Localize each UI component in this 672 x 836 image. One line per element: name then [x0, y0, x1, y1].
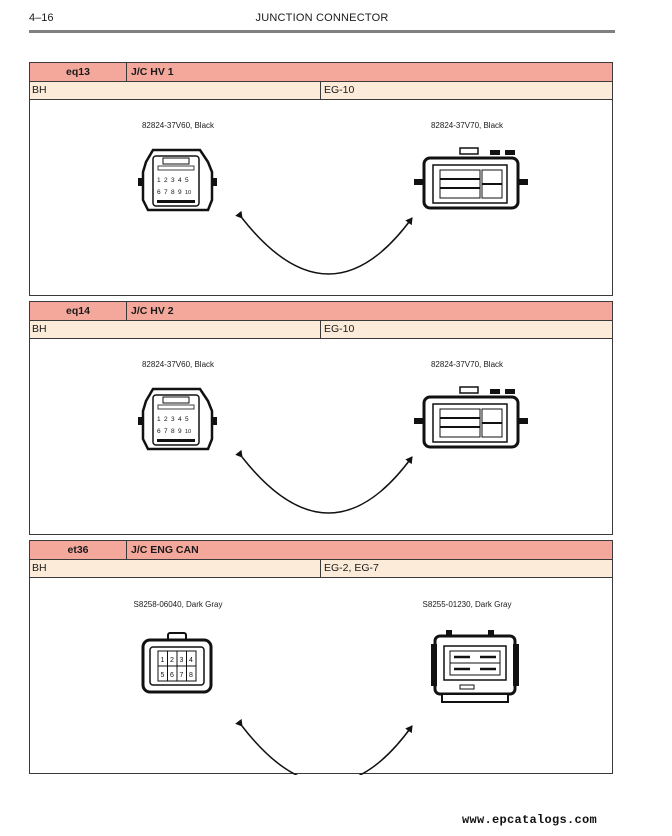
connector-hv-male-icon — [414, 386, 528, 449]
double-arrow-icon — [235, 449, 413, 514]
connector-hv-male-icon — [414, 147, 528, 210]
location-divider — [320, 321, 321, 338]
location-left: BH — [32, 323, 47, 335]
diagram-area: 82824-37V60, Black 82824-37V70, Black 1 … — [30, 339, 612, 536]
pin-label: 8 — [171, 189, 175, 196]
pin-label: 9 — [178, 189, 182, 196]
connector-diagram: 1 2 3 4 5 6 7 8 9 10 — [138, 147, 528, 275]
location-row: BH EG-10 — [30, 82, 612, 100]
connector-hv-female-icon: 1 2 3 4 5 6 7 8 9 10 — [138, 148, 217, 212]
pin-label: 2 — [164, 177, 168, 184]
connector-section-eq14: eq14 J/C HV 2 BH EG-10 82824-37V60, Blac… — [29, 301, 613, 535]
pin-label: 2 — [170, 657, 174, 664]
right-part-number: 82824-37V70, Black — [430, 360, 504, 369]
page-header: 4–16 JUNCTION CONNECTOR — [29, 12, 615, 30]
connector-can-female-icon: 1 2 3 4 5 6 7 8 — [141, 632, 213, 694]
connector-name: J/C HV 1 — [131, 66, 174, 78]
pin-label: 9 — [178, 428, 182, 435]
pin-label: 2 — [164, 416, 168, 423]
pin-label: 10 — [185, 429, 191, 435]
pin-label: 3 — [171, 416, 175, 423]
left-part-number: S8258-06040, Dark Gray — [133, 600, 223, 609]
pin-label: 3 — [171, 177, 175, 184]
diagram-area: 82824-37V60, Black 82824-37V70, Black 1 … — [30, 100, 612, 297]
pin-label: 5 — [185, 177, 189, 184]
pin-label: 4 — [178, 177, 182, 184]
pin-label: 8 — [171, 428, 175, 435]
right-part-number: 82824-37V70, Black — [430, 121, 504, 130]
pin-label: 7 — [164, 428, 168, 435]
connector-diagram: 1 2 3 4 5 6 7 8 — [141, 630, 519, 775]
pin-label: 7 — [164, 189, 168, 196]
location-row: BH EG-2, EG-7 — [30, 560, 612, 578]
location-right: EG-10 — [324, 84, 355, 96]
location-left: BH — [32, 84, 47, 96]
connector-name: J/C HV 2 — [131, 305, 174, 317]
connector-section-et36: et36 J/C ENG CAN BH EG-2, EG-7 S8258-060… — [29, 540, 613, 775]
pin-label: 6 — [170, 672, 174, 679]
pin-label: 5 — [185, 416, 189, 423]
pin-label: 3 — [180, 657, 184, 664]
page-number: 4–16 — [29, 12, 54, 24]
pin-label: 1 — [161, 657, 165, 664]
connector-diagram: 1 2 3 4 5 6 7 8 9 10 — [138, 386, 528, 514]
pin-label: 4 — [189, 657, 193, 664]
pin-label: 6 — [157, 189, 161, 196]
location-divider — [320, 82, 321, 99]
location-left: BH — [32, 562, 47, 574]
page-title: JUNCTION CONNECTOR — [255, 12, 389, 24]
section-title-row: eq14 J/C HV 2 — [30, 302, 612, 321]
connector-code: eq14 — [30, 302, 127, 320]
section-title-row: eq13 J/C HV 1 — [30, 63, 612, 82]
pin-label: 10 — [185, 190, 191, 196]
pin-label: 6 — [157, 428, 161, 435]
right-part-number: S8255-01230, Dark Gray — [422, 600, 512, 609]
left-part-number: 82824-37V60, Black — [141, 121, 215, 130]
connector-code: eq13 — [30, 63, 127, 81]
location-row: BH EG-10 — [30, 321, 612, 339]
pin-label: 8 — [189, 672, 193, 679]
pin-label: 1 — [157, 416, 161, 423]
watermark[interactable]: www.epcatalogs.com — [462, 813, 598, 827]
section-title-row: et36 J/C ENG CAN — [30, 541, 612, 560]
connector-code: et36 — [30, 541, 127, 559]
connector-name: J/C ENG CAN — [131, 544, 199, 556]
diagram-area: S8258-06040, Dark Gray S8255-01230, Dark… — [30, 578, 612, 775]
double-arrow-icon — [235, 718, 413, 775]
double-arrow-icon — [235, 210, 413, 275]
location-divider — [320, 560, 321, 577]
pin-label: 5 — [161, 672, 165, 679]
pin-label: 7 — [180, 672, 184, 679]
header-rule — [29, 30, 615, 33]
location-right: EG-2, EG-7 — [324, 562, 379, 574]
connector-can-male-icon — [431, 630, 519, 703]
connector-section-eq13: eq13 J/C HV 1 BH EG-10 82824-37V60, Blac… — [29, 62, 613, 296]
pin-label: 1 — [157, 177, 161, 184]
left-part-number: 82824-37V60, Black — [141, 360, 215, 369]
pin-label: 4 — [178, 416, 182, 423]
connector-hv-female-icon: 1 2 3 4 5 6 7 8 9 10 — [138, 387, 217, 451]
location-right: EG-10 — [324, 323, 355, 335]
